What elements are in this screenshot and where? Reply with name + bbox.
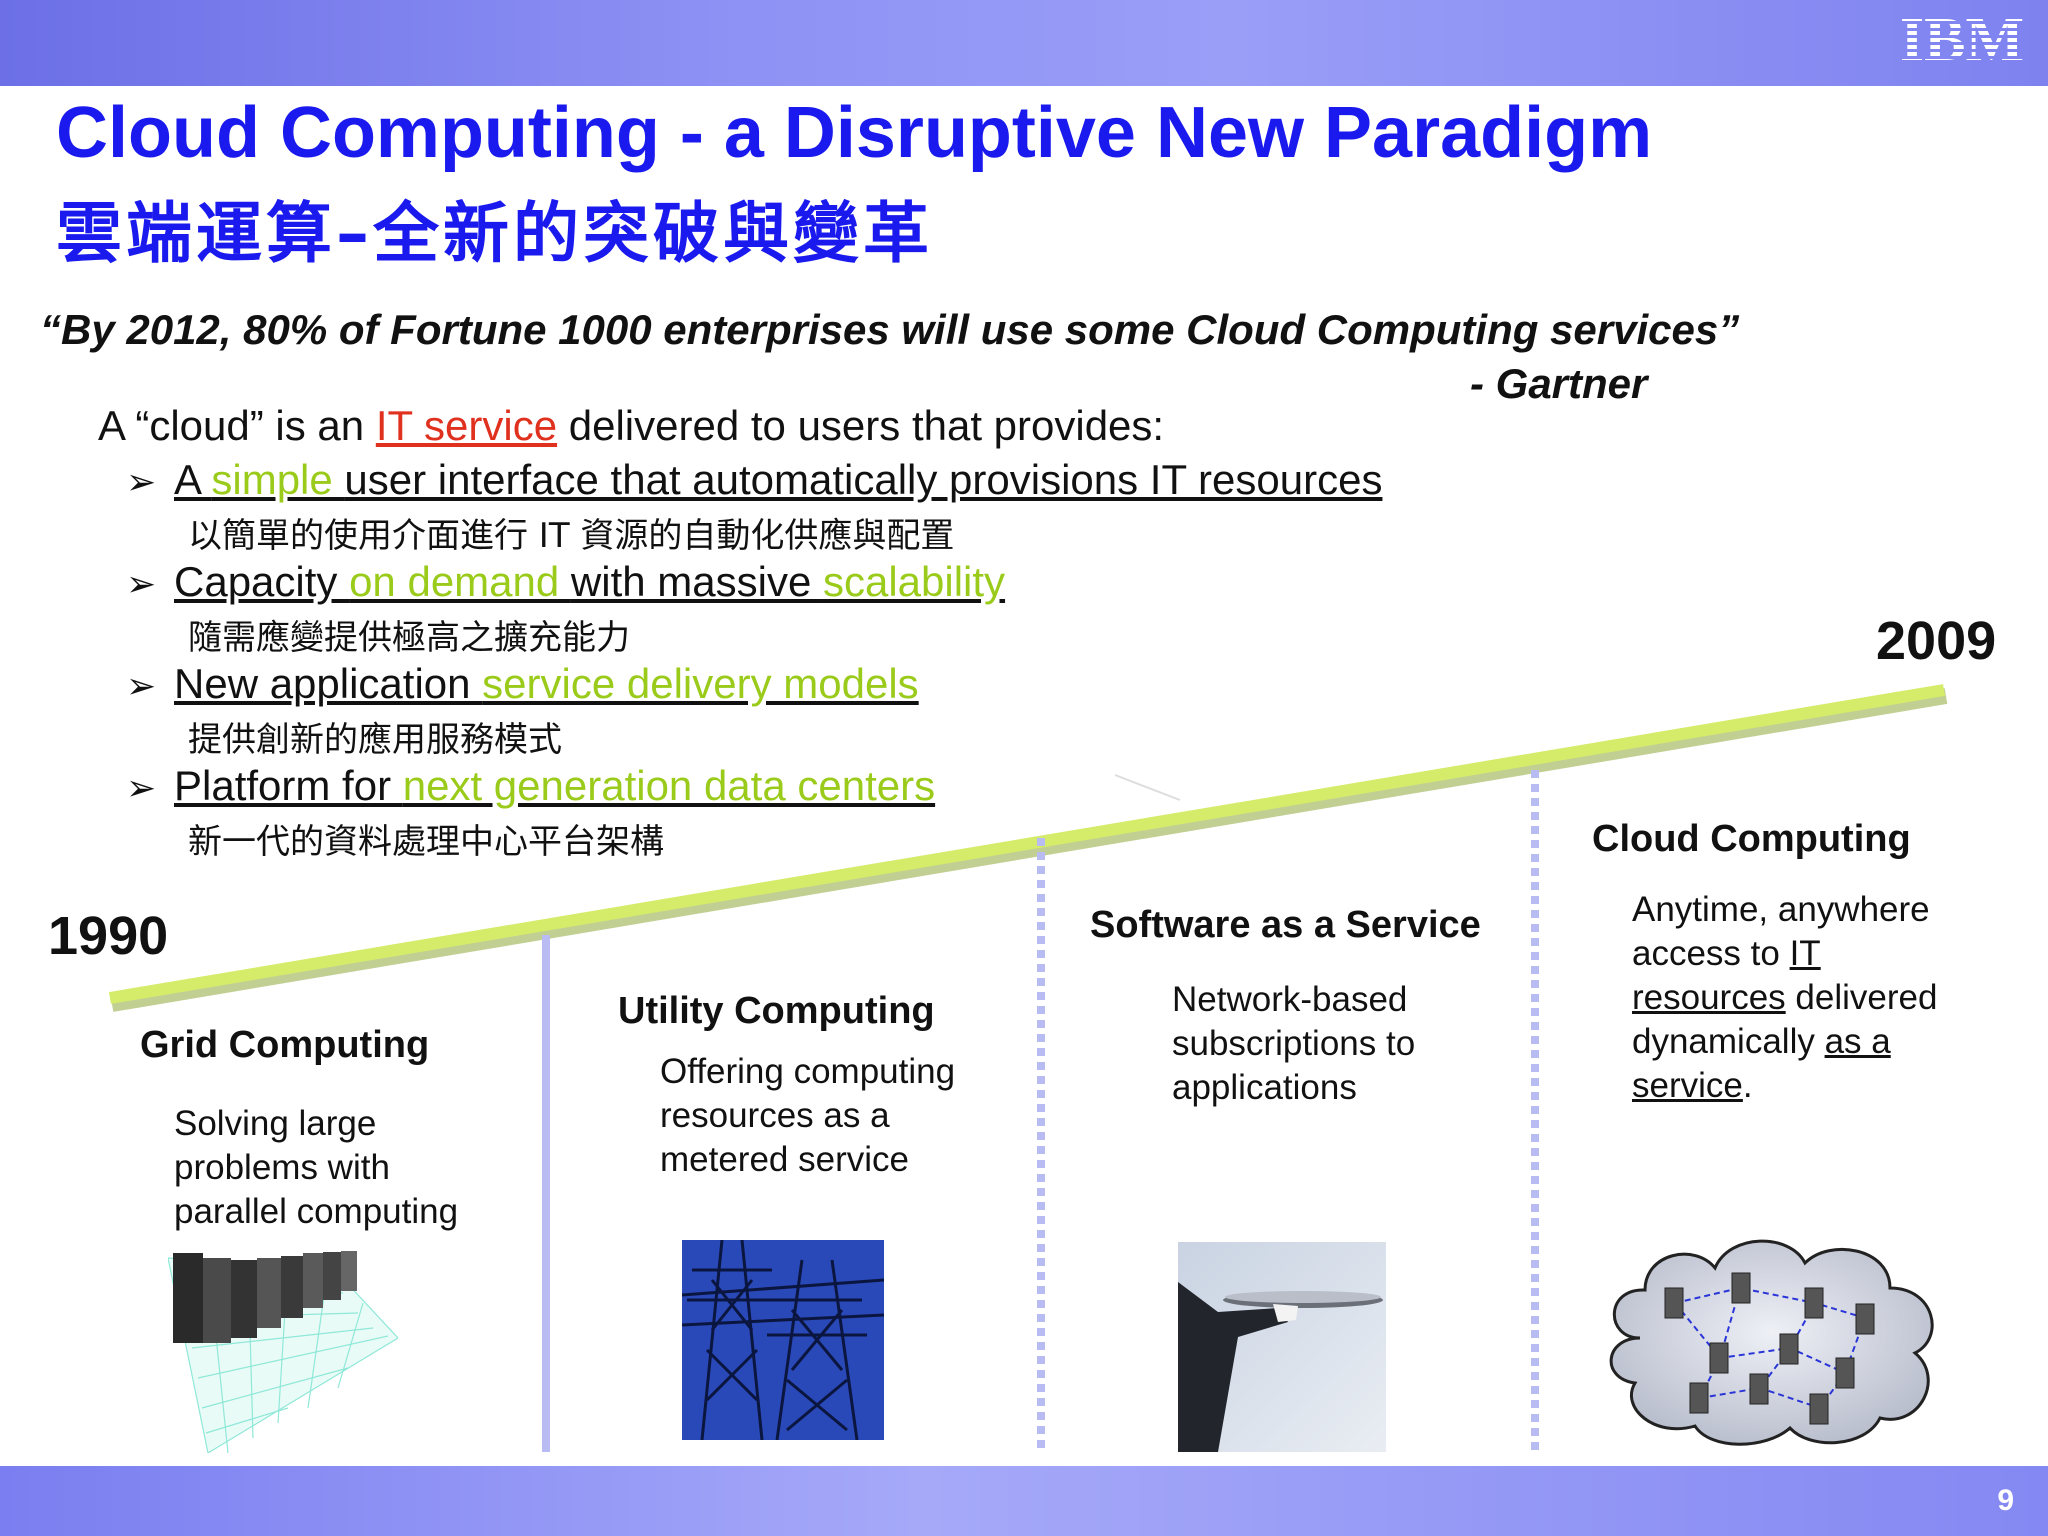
- page-title: Cloud Computing - a Disruptive New Parad…: [56, 93, 1653, 173]
- bullet-2-part: on demand: [349, 558, 571, 605]
- bullet-4-chinese: 新一代的資料處理中心平台架構: [188, 822, 664, 862]
- era-desc-utility: Offering computing resources as a metere…: [660, 1052, 956, 1179]
- bullet-2-part: with massive: [570, 558, 823, 605]
- era-title-saas: Software as a Service: [1090, 904, 1481, 946]
- intro-highlight: IT service: [375, 402, 558, 449]
- arrow-bullet-icon: ➢: [126, 462, 157, 503]
- quote-attribution: - Gartner: [1470, 360, 1648, 407]
- intro-line: A “cloud” is an IT service delivered to …: [98, 402, 1164, 450]
- intro-suffix: delivered to users that provides:: [557, 402, 1165, 449]
- page-number: 9: [1997, 1484, 2014, 1517]
- ibm-logo: IBM: [1900, 10, 2024, 70]
- bullet-3-part: New application: [174, 660, 483, 707]
- footer-band: [0, 1466, 2048, 1536]
- arrow-bullet-icon: ➢: [126, 564, 157, 605]
- era-desc-saas: Network-based subscriptions to applicati…: [1172, 980, 1416, 1107]
- timeline-end-year: 2009: [1876, 611, 1997, 671]
- era-desc-grid: Solving large problems with parallel com…: [174, 1104, 459, 1231]
- era-desc-cloud-part: IT resources: [1632, 934, 1821, 1017]
- bullet-2: ➢ Capacity on demand with massive scalabi…: [126, 558, 1005, 606]
- timeline-line: [109, 684, 1945, 1004]
- decorative-line: [1114, 774, 1181, 801]
- era-desc-cloud-part: as a service: [1632, 1022, 1891, 1105]
- power-transmission-towers-image: [682, 1240, 884, 1440]
- arrow-bullet-icon: ➢: [126, 768, 157, 809]
- bullet-2-part: Capacity: [174, 558, 350, 605]
- page-title-chinese: 雲端運算–全新的突破與變革: [56, 195, 933, 272]
- era-desc-cloud-part: delivered dynamically: [1632, 978, 1938, 1061]
- bullet-2-chinese: 隨需應變提供極高之擴充能力: [188, 618, 630, 658]
- server-racks-grid-image: [168, 1251, 398, 1453]
- era-title-cloud: Cloud Computing: [1592, 818, 1911, 860]
- bullet-4-part: Platform for: [174, 762, 403, 809]
- era-title-grid: Grid Computing: [140, 1024, 430, 1066]
- bullet-4: ➢ Platform for next generation data cente…: [126, 762, 935, 810]
- era-desc-cloud-part: Anytime, anywhere access to: [1632, 890, 1930, 973]
- arrow-bullet-icon: ➢: [126, 666, 157, 707]
- era-desc-cloud: Anytime, anywhere access to IT resources…: [1632, 888, 1972, 1108]
- bullet-1-part: user interface that automatically provis…: [344, 456, 1383, 503]
- cloud-of-servers-image: [1609, 1239, 1934, 1446]
- era-title-utility: Utility Computing: [618, 990, 935, 1032]
- quote-text: “By 2012, 80% of Fortune 1000 enterprise…: [40, 306, 1740, 353]
- timeline-start-year: 1990: [48, 906, 169, 966]
- bullet-3-chinese: 提供創新的應用服務模式: [188, 720, 562, 760]
- timeline-shadow: [110, 688, 1948, 1012]
- svg-text:IBM: IBM: [1900, 10, 2024, 70]
- bullet-1-part: A: [174, 456, 212, 503]
- bullet-1-chinese: 以簡單的使用介面進行 IT 資源的自動化供應與配置: [188, 516, 955, 556]
- waiter-serving-tray-image: [1178, 1242, 1386, 1452]
- era-desc-cloud-part: .: [1742, 1066, 1753, 1105]
- bullet-3-part: service delivery models: [482, 660, 919, 707]
- header-band: [0, 0, 2048, 86]
- intro-prefix: A “cloud” is an: [98, 402, 376, 449]
- bullet-2-part: scalability: [822, 558, 1006, 605]
- bullet-1-part: simple: [211, 456, 345, 503]
- bullet-1: ➢ A simple user interface that automatica…: [126, 456, 1382, 504]
- bullet-4-part: next generation data centers: [402, 762, 936, 809]
- bullet-3: ➢ New application service delivery models: [126, 660, 919, 708]
